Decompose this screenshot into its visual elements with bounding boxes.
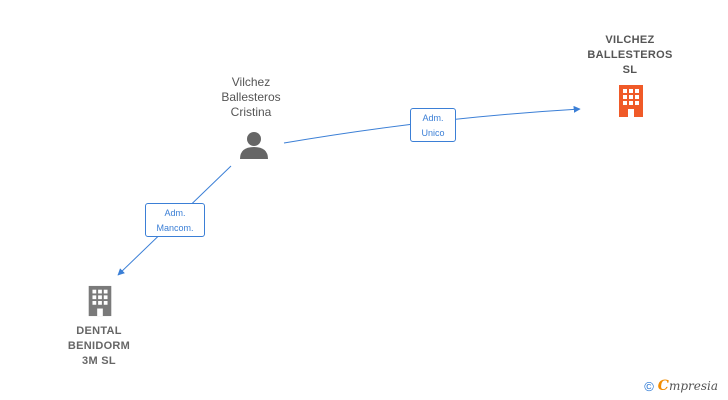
building-icon[interactable] [84,284,116,318]
person-icon[interactable] [239,130,269,160]
brand-logo-initial: C [657,378,669,394]
brand-footer[interactable]: © Cmpresia [644,378,718,394]
company-dental-benidorm-label[interactable]: DENTAL BENIDORM 3M SL [67,325,131,367]
company-vilchez-ballesteros-label[interactable]: VILCHEZ BALLESTEROS SL [587,34,673,76]
copyright-icon: © [644,378,654,394]
person-name-label: Vilchez Ballesteros Cristina [221,75,281,119]
brand-logo-text: mpresia [668,379,718,393]
edge-label-adm-mancom: Adm. Mancom. [145,203,205,237]
edge-label-adm-unico: Adm. Unico [410,108,456,142]
building-icon[interactable] [614,84,648,118]
